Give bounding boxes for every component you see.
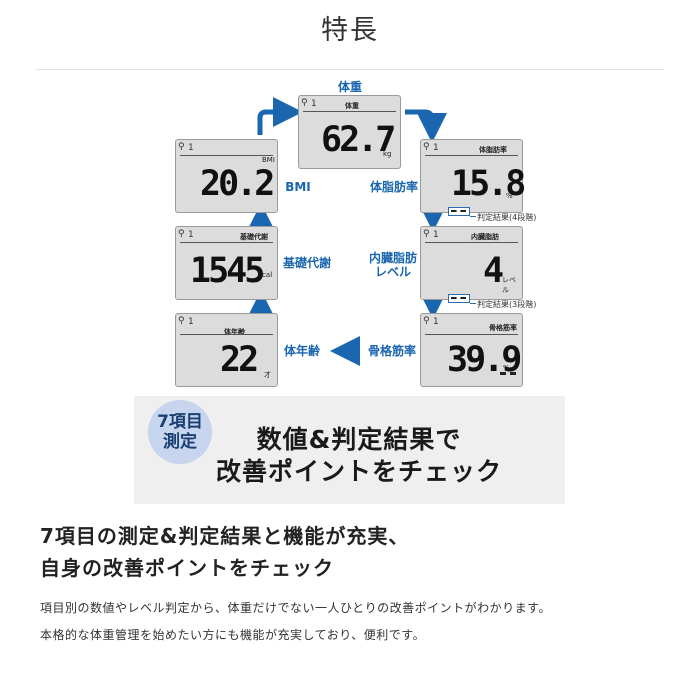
- judgement-4-label: 判定結果(4段階): [477, 213, 537, 222]
- lcd-value: 1545: [190, 251, 265, 291]
- badge-line2: 測定: [163, 432, 197, 452]
- caption-bmi: BMI: [285, 180, 311, 194]
- lcd-separator: [425, 334, 518, 335]
- user-icon: ⚲: [178, 316, 185, 326]
- caption-skeletal-muscle: 骨格筋率: [367, 344, 416, 358]
- lcd-weight: ⚲ 1 体重 62.7 kg: [298, 95, 401, 169]
- arrow-bmi-to-weight: [257, 97, 303, 135]
- user-indicator: 1: [433, 143, 439, 153]
- feature-heading-line1: 7項目の測定&判定結果と機能が充実、: [40, 524, 410, 548]
- user-icon: ⚲: [423, 316, 430, 326]
- caption-visceral-fat-line1: 内臓脂肪: [368, 251, 417, 265]
- user-icon: ⚲: [423, 142, 430, 152]
- judgement-leader: [470, 303, 476, 304]
- feature-heading-line2: 自身の改善ポイントをチェック: [40, 556, 334, 580]
- caption-basal-metabolism: 基礎代謝: [282, 256, 331, 270]
- user-icon: ⚲: [178, 229, 185, 239]
- lcd-bmi: ⚲ 1 BMI 20.2: [175, 139, 278, 213]
- banner-line1: 数値&判定結果で: [256, 425, 462, 454]
- divider: [36, 69, 664, 70]
- caption-weight: 体重: [337, 80, 362, 94]
- lcd-body-age: ⚲ 1 体年齢 22 才: [175, 313, 278, 387]
- judgement-leader: [470, 216, 476, 217]
- lcd-basal-metabolism: ⚲ 1 基礎代謝 1545 kcal: [175, 226, 278, 300]
- user-icon: ⚲: [423, 229, 430, 239]
- page-title: 特長: [321, 15, 379, 46]
- lcd-body-fat: ⚲ 1 体脂肪率 15.8 %: [420, 139, 526, 213]
- lcd-unit: kcal: [258, 271, 273, 279]
- judgement-3-label: 判定結果(3段階): [477, 300, 537, 309]
- user-indicator: 1: [188, 143, 194, 153]
- lcd-value: 20.2: [200, 164, 275, 204]
- lcd-label: 体重: [345, 102, 359, 110]
- feature-description-line1: 項目別の数値やレベル判定から、体重だけでない一人ひとりの改善ポイントがわかります…: [40, 601, 551, 615]
- badge-7-items: 7項目 測定: [148, 400, 212, 464]
- caption-body-fat: 体脂肪率: [369, 180, 418, 194]
- user-icon: ⚲: [178, 142, 185, 152]
- lcd-unit: %: [503, 364, 510, 372]
- caption-body-age: 体年齢: [283, 344, 320, 358]
- user-indicator: 1: [433, 317, 439, 327]
- lcd-label: 骨格筋率: [489, 324, 517, 332]
- lcd-unit: %: [506, 192, 513, 200]
- lcd-separator: [425, 155, 518, 156]
- arrow-weight-to-bodyfat: [405, 109, 447, 143]
- user-indicator: 1: [311, 99, 317, 109]
- lcd-value: 62.7: [321, 120, 396, 160]
- lcd-value: 4: [483, 251, 504, 291]
- feature-description-line2: 本格的な体重管理を始めたい方にも機能が充実しており、便利です。: [40, 628, 426, 642]
- lcd-label: 内臓脂肪: [471, 233, 499, 241]
- lcd-value: 22: [220, 340, 259, 380]
- lcd-label: 体年齢: [224, 328, 245, 336]
- banner-line2: 改善ポイントをチェック: [215, 457, 502, 486]
- user-indicator: 1: [188, 317, 194, 327]
- flow-arrows: [249, 97, 447, 366]
- badge-line1: 7項目: [157, 412, 203, 432]
- lcd-skeletal-muscle: ⚲ 1 骨格筋率 39.9 %: [420, 313, 523, 387]
- user-icon: ⚲: [301, 98, 308, 108]
- lcd-unit: BMI: [262, 156, 275, 164]
- user-indicator: 1: [188, 230, 194, 240]
- lcd-label: 基礎代謝: [240, 233, 268, 241]
- lcd-unit: 才: [264, 371, 271, 379]
- caption-visceral-fat-line2: レベル: [374, 265, 411, 279]
- judgement-indicator: [448, 207, 470, 216]
- lcd-separator: [180, 334, 273, 335]
- lcd-separator: [180, 242, 273, 243]
- lcd-separator: [425, 242, 518, 243]
- lcd-unit: kg: [383, 150, 392, 158]
- lcd-unit: レベル: [502, 276, 516, 294]
- judgement-bars: [500, 372, 516, 378]
- user-indicator: 1: [433, 230, 439, 240]
- lcd-visceral-fat: ⚲ 1 内臓脂肪 4 レベル: [420, 226, 523, 300]
- judgement-indicator: [448, 294, 470, 303]
- lcd-value: 15.8: [451, 164, 526, 204]
- lcd-separator: [303, 111, 396, 112]
- lcd-separator: [180, 155, 273, 156]
- lcd-label: 体脂肪率: [479, 146, 507, 154]
